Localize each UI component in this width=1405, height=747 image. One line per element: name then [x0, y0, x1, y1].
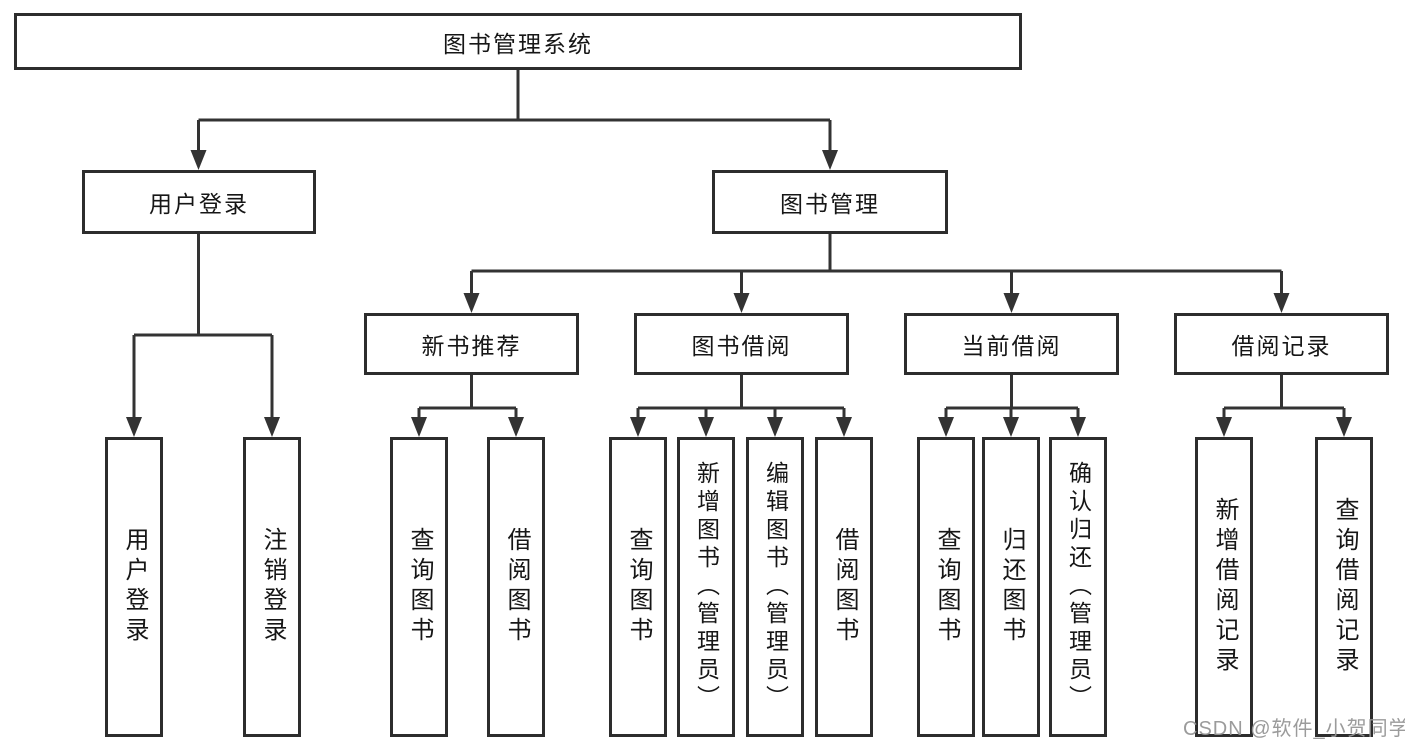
node-book-management: 图书管理 [712, 170, 948, 234]
leaf-user-login: 用户登录 [105, 437, 163, 737]
leaf-add-book-admin-label: 新增图书（管理员） [693, 461, 720, 713]
csdn-watermark: CSDN @软件_小贺同学 [1183, 718, 1405, 740]
node-new-book-recommend: 新书推荐 [364, 313, 579, 375]
node-borrowing-records-label: 借阅记录 [1231, 333, 1332, 359]
leaf-logout: 注销登录 [243, 437, 301, 737]
leaf-add-book-admin: 新增图书（管理员） [677, 437, 735, 737]
node-book-borrowing-label: 图书借阅 [691, 333, 792, 359]
leaf-query-books-current: 查询图书 [917, 437, 975, 737]
node-book-borrowing: 图书借阅 [634, 313, 849, 375]
node-current-borrowing-label: 当前借阅 [961, 333, 1062, 359]
leaf-borrow-books-recommend-label: 借阅图书 [503, 527, 530, 647]
node-user-login-label: 用户登录 [149, 191, 249, 217]
leaf-edit-book-admin: 编辑图书（管理员） [746, 437, 804, 737]
node-book-management-label: 图书管理 [780, 191, 880, 217]
leaf-add-borrow-record-label: 新增借阅记录 [1211, 497, 1238, 677]
leaf-query-books-borrowing-label: 查询图书 [625, 527, 652, 647]
leaf-query-books-recommend-label: 查询图书 [406, 527, 433, 647]
node-root-label: 图书管理系统 [443, 30, 593, 57]
leaf-borrow-books-borrowing-label: 借阅图书 [831, 527, 858, 647]
node-new-book-recommend-label: 新书推荐 [421, 333, 522, 359]
node-current-borrowing: 当前借阅 [904, 313, 1119, 375]
node-user-login: 用户登录 [82, 170, 316, 234]
leaf-confirm-return-admin: 确认归还（管理员） [1049, 437, 1107, 737]
leaf-query-books-current-label: 查询图书 [933, 527, 960, 647]
node-borrowing-records: 借阅记录 [1174, 313, 1389, 375]
leaf-user-login-label: 用户登录 [121, 527, 148, 647]
leaf-add-borrow-record: 新增借阅记录 [1195, 437, 1253, 737]
leaf-query-books-recommend: 查询图书 [390, 437, 448, 737]
leaf-logout-label: 注销登录 [259, 527, 286, 647]
leaf-query-borrow-record-label: 查询借阅记录 [1331, 497, 1358, 677]
leaf-return-book-label: 归还图书 [998, 527, 1025, 647]
leaf-confirm-return-admin-label: 确认归还（管理员） [1065, 461, 1092, 713]
node-root: 图书管理系统 [14, 13, 1022, 70]
leaf-borrow-books-recommend: 借阅图书 [487, 437, 545, 737]
leaf-return-book: 归还图书 [982, 437, 1040, 737]
leaf-query-borrow-record: 查询借阅记录 [1315, 437, 1373, 737]
leaf-borrow-books-borrowing: 借阅图书 [815, 437, 873, 737]
leaf-edit-book-admin-label: 编辑图书（管理员） [762, 461, 789, 713]
leaf-query-books-borrowing: 查询图书 [609, 437, 667, 737]
